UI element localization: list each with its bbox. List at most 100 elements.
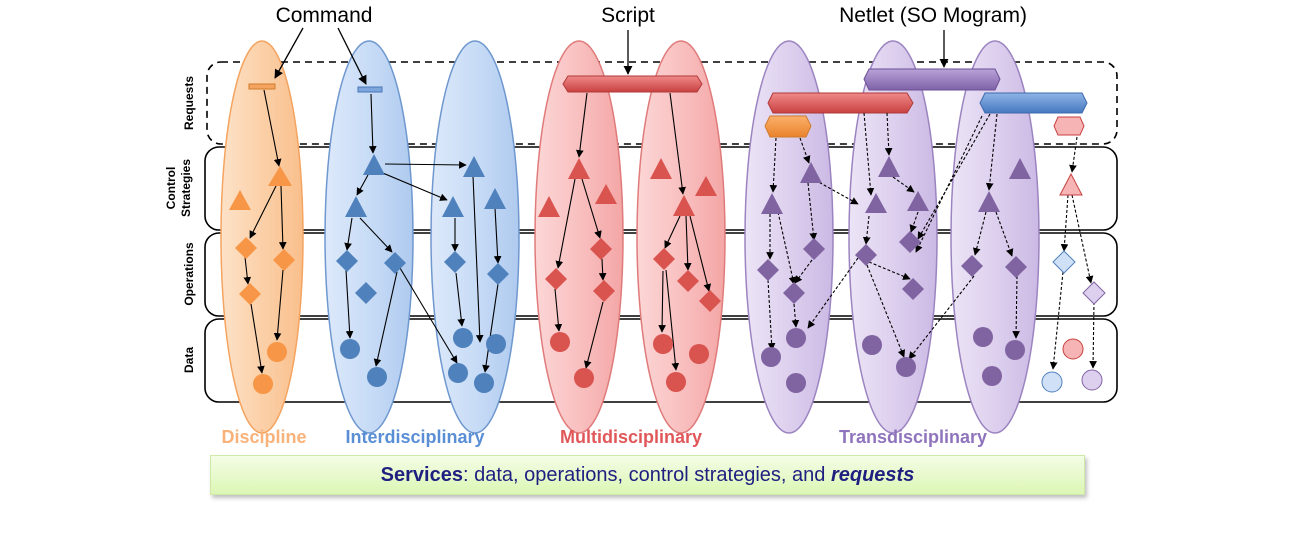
triangle-node [1059,172,1083,196]
triangle-node [761,193,783,214]
triangle-node [695,176,717,196]
circle-node [474,373,494,393]
row-label-strategies: Strategies [179,159,193,217]
operation-nodes [235,231,1106,312]
triangle-node [907,191,929,211]
triangle-node [978,191,1000,212]
services-lead: Services [380,463,463,486]
diamond-node [444,251,466,273]
circle-node [689,344,709,364]
diamond-node [593,280,615,302]
diamond-node [487,263,509,285]
diamond-node [355,282,377,304]
triangle-node [442,196,464,217]
triangle-node [595,184,617,204]
circle-node [982,366,1002,386]
interdisciplinary-ellipse-2 [430,40,520,434]
triangle-node [878,156,900,177]
row-label-control: Control [164,167,178,210]
circle-node [574,368,594,388]
circle-node [1081,369,1103,391]
netlet-bar-red [767,92,914,114]
services-rest: : data, operations, control strategies, … [462,463,831,486]
circle-node [340,339,360,359]
diamond-node [1005,256,1027,278]
diamond-node [1052,250,1076,274]
circle-node [448,363,468,383]
diamond-node [384,252,406,274]
control-strategy-nodes [229,154,1083,217]
diamond-node [239,283,261,305]
diamond-node [803,238,825,260]
label-netlet: Netlet (SO Mogram) [839,4,1027,27]
command-bar-discipline [248,83,276,90]
circle-node [973,327,993,347]
diamond-node [235,237,257,259]
triangle-node [650,158,672,179]
triangle-node [363,154,385,175]
request-bars [248,68,1088,138]
diamond-node [899,231,921,253]
circle-node [786,373,806,393]
solid-edges [243,89,712,374]
diamond-node [336,250,358,272]
circle-node [761,347,781,367]
row-label-requests: Requests [182,76,196,130]
script-bar [562,75,703,93]
command-bar-interdisciplinary [357,86,383,93]
circle-node [367,367,387,387]
callout-arrows [274,27,949,85]
diamond-node [855,244,877,266]
services-text: Services: data, operations, control stra… [381,464,915,487]
triangle-node [1009,158,1031,179]
diamond-node [677,270,699,292]
circle-node [267,342,287,362]
triangle-node [568,158,590,179]
discipline-ellipse [220,40,304,434]
netlet-bar-blue [979,92,1088,114]
triangle-node [673,195,695,216]
label-script: Script [601,4,655,27]
request-small-pink [1053,116,1085,136]
diamond-node [545,268,567,290]
label-interdisciplinary: Interdisciplinary [345,427,484,447]
diamond-node [590,238,612,260]
circle-node [550,332,570,352]
circle-node [453,328,473,348]
dashed-edges [766,112,1097,370]
triangle-node [800,162,822,183]
triangle-node [463,156,485,177]
circle-node [1041,371,1063,393]
triangle-node [229,190,251,210]
circle-node [862,335,882,355]
label-discipline: Discipline [221,427,306,447]
triangle-node [538,196,560,217]
services-emphasis: requests [830,463,915,486]
circle-node [486,334,506,354]
label-command: Command [276,4,373,27]
data-nodes [253,327,1103,394]
label-multidisciplinary: Multidisciplinary [560,427,702,447]
transdisciplinary-ellipse-2 [848,40,938,434]
discipline-ellipses [220,40,1040,434]
triangle-node [268,166,292,186]
row-label-operations: Operations [182,242,196,306]
diamond-node [757,259,779,281]
diamond-node [902,278,924,300]
triangle-node [865,193,887,213]
circle-node [253,374,273,394]
circle-node [653,334,673,354]
diamond-node [273,249,295,271]
label-transdisciplinary: Transdisciplinary [839,427,987,447]
circle-node [1062,338,1084,360]
netlet-bar-orange [764,115,812,138]
triangle-node [484,188,506,209]
circle-node [1005,340,1025,360]
diamond-node [1082,281,1106,305]
triangle-node [345,196,367,217]
row-label-data: Data [182,347,196,373]
circle-node [666,372,686,392]
diamond-node [783,282,805,304]
netlet-bar-purple [863,68,1001,91]
